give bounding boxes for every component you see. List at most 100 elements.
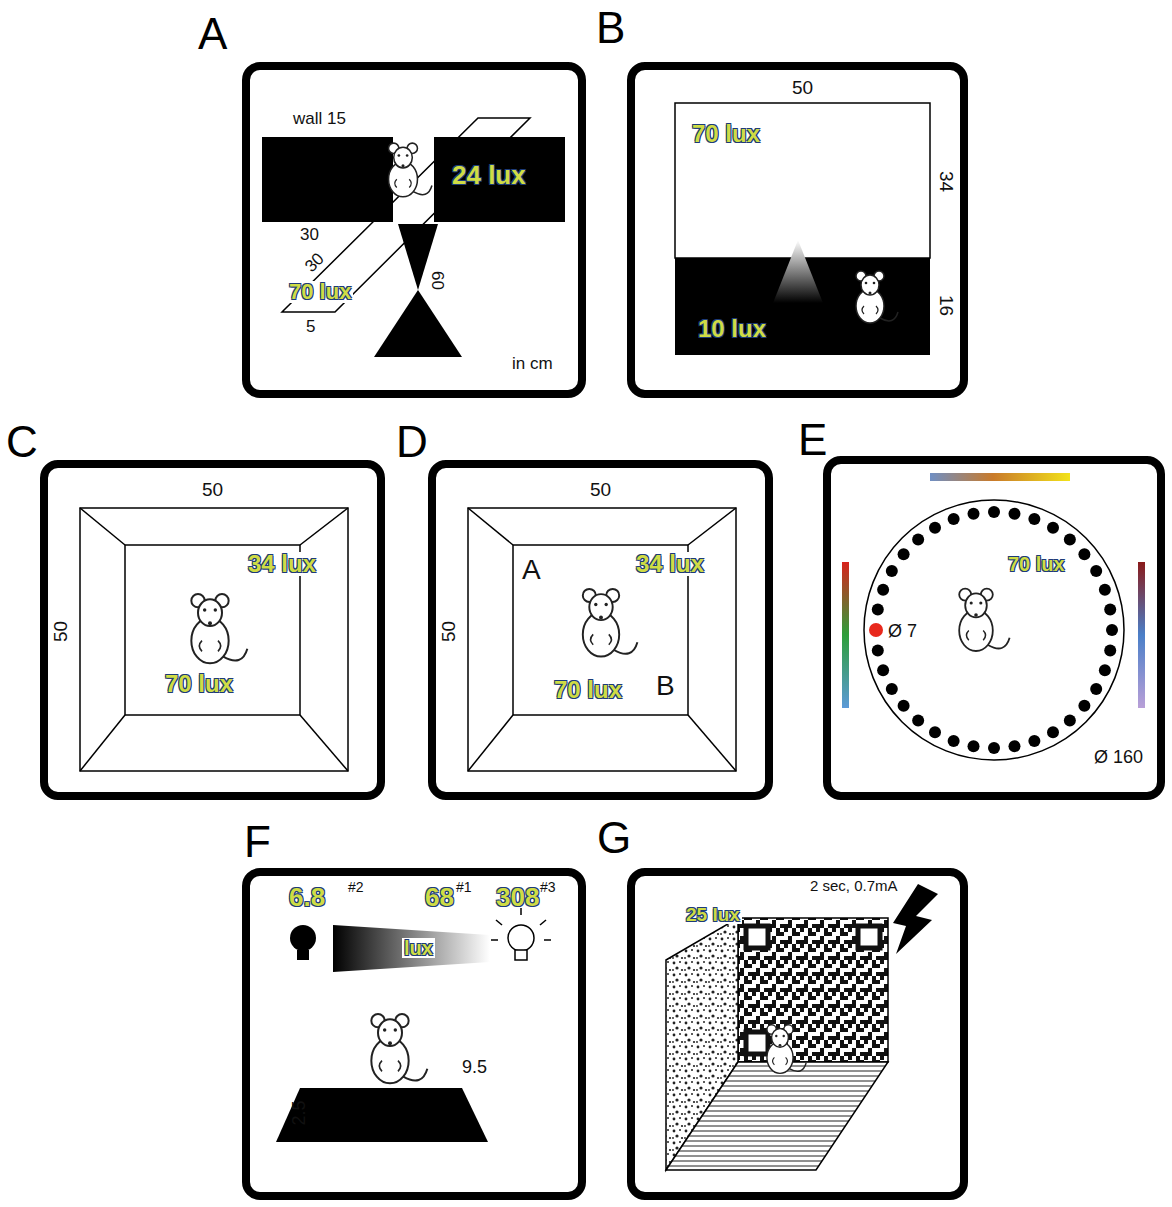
drawing-part	[1064, 714, 1076, 726]
drawing-part	[374, 290, 462, 357]
dimension-label: 50	[792, 78, 813, 97]
drawing-part	[80, 715, 125, 771]
drawing-part	[1047, 726, 1059, 738]
dimension-label: 70 lux	[287, 281, 353, 303]
drawing-part	[898, 700, 910, 712]
drawing-part	[930, 473, 1070, 481]
drawing-part	[1028, 513, 1040, 525]
dimension-label: 25 lux	[684, 905, 742, 924]
drawing-part	[1078, 700, 1090, 712]
drawing-part	[1008, 740, 1020, 752]
dimension-label: 308	[496, 884, 539, 910]
drawing-part	[1028, 735, 1040, 747]
panel-letter: A	[198, 12, 227, 56]
drawing-part	[468, 508, 513, 545]
dimension-label: 50	[439, 621, 458, 642]
drawing-part	[746, 1032, 768, 1054]
drawing-part	[1078, 548, 1090, 560]
drawing-part	[948, 513, 960, 525]
drawing-part	[877, 664, 889, 676]
drawing-part	[1106, 624, 1118, 636]
drawing-part	[929, 726, 941, 738]
drawing-part	[1138, 562, 1145, 708]
drawing-part	[468, 715, 513, 771]
drawing-part	[468, 508, 736, 771]
apparatus-panel: C5034 lux5070 lux	[40, 460, 385, 800]
drawing-part	[872, 506, 1118, 754]
light-dark-box	[675, 103, 930, 355]
dimension-label: A	[522, 556, 541, 584]
dimension-label: Ø 160	[1094, 748, 1143, 766]
apparatus-panel: D50A34 lux5070 luxB	[428, 460, 773, 800]
apparatus-panel: B5070 lux341610 lux	[627, 62, 968, 398]
drawing-part	[746, 926, 880, 1054]
drawing-part	[1047, 522, 1059, 534]
drawing-part	[1008, 508, 1020, 520]
dimension-label: 70 lux	[1006, 554, 1067, 574]
drawing-part	[842, 562, 849, 708]
dimension-label: Ø 7	[888, 622, 917, 640]
dimension-label: 34 lux	[246, 552, 318, 576]
dimension-label: 24 lux	[452, 162, 526, 188]
drawing-part	[929, 522, 941, 534]
drawing-part	[1064, 534, 1076, 546]
drawing-part	[988, 506, 1000, 518]
drawing-part	[886, 683, 898, 695]
drawing-part	[262, 137, 393, 222]
apparatus-panel: E70 luxØ 7Ø 160	[823, 456, 1165, 800]
drawing-part	[491, 939, 498, 941]
drawing-part	[767, 1025, 806, 1074]
drawing-part	[988, 742, 1000, 754]
plus-maze	[262, 118, 565, 357]
light-platform	[276, 908, 551, 1142]
dimension-label: 2 sec, 0.7mA	[810, 878, 898, 893]
dimension-label: #1	[456, 880, 472, 894]
dimension-label: 68	[425, 884, 454, 910]
drawing-part	[738, 918, 888, 1062]
drawing-part	[491, 908, 551, 940]
mouse	[191, 594, 247, 663]
dimension-label: in cm	[512, 355, 553, 372]
panel-letter: D	[396, 420, 428, 464]
drawing-part	[773, 240, 823, 303]
drawing-part	[688, 715, 736, 771]
panel-letter: C	[6, 420, 38, 464]
dimension-label: 50	[202, 480, 223, 499]
drawing-part	[1099, 664, 1111, 676]
dimension-label: 34	[937, 171, 956, 192]
drawing-part	[886, 565, 898, 577]
apparatus-panel: F6.8#268#1308#3lux9.52.5	[242, 868, 586, 1200]
dimension-label: 34 lux	[634, 552, 706, 576]
dimension-label: 70 lux	[552, 678, 624, 702]
drawing-part	[508, 925, 534, 951]
drawing-part	[1104, 644, 1116, 656]
dimension-label: wall 15	[293, 110, 346, 127]
drawing-part	[968, 508, 980, 520]
drawing-part	[300, 715, 348, 771]
drawing-part	[434, 137, 565, 222]
drawing-part	[872, 644, 884, 656]
conditioning-chamber	[666, 884, 938, 1170]
drawing-part	[893, 884, 938, 954]
drawing-part	[80, 508, 125, 545]
mouse	[583, 589, 638, 657]
drawing-part	[688, 508, 736, 545]
drawing-part	[858, 926, 880, 948]
dimension-label: 5	[306, 318, 315, 335]
dimension-label: 10 lux	[696, 317, 768, 341]
drawing-part	[666, 1062, 888, 1170]
drawing-part	[544, 939, 551, 941]
drawing-part	[540, 920, 546, 925]
drawing-part	[371, 1014, 427, 1083]
drawing-part	[864, 500, 1124, 760]
drawing-part	[290, 925, 316, 951]
dimension-label: 70 lux	[163, 672, 235, 696]
dimension-label: 30	[298, 226, 321, 243]
drawing-part	[515, 950, 527, 960]
apparatus-panel: G25 lux2 sec, 0.7mA	[627, 868, 968, 1200]
drawing-part	[300, 508, 348, 545]
barnes-maze	[842, 473, 1145, 760]
dimension-label: B	[656, 672, 675, 700]
